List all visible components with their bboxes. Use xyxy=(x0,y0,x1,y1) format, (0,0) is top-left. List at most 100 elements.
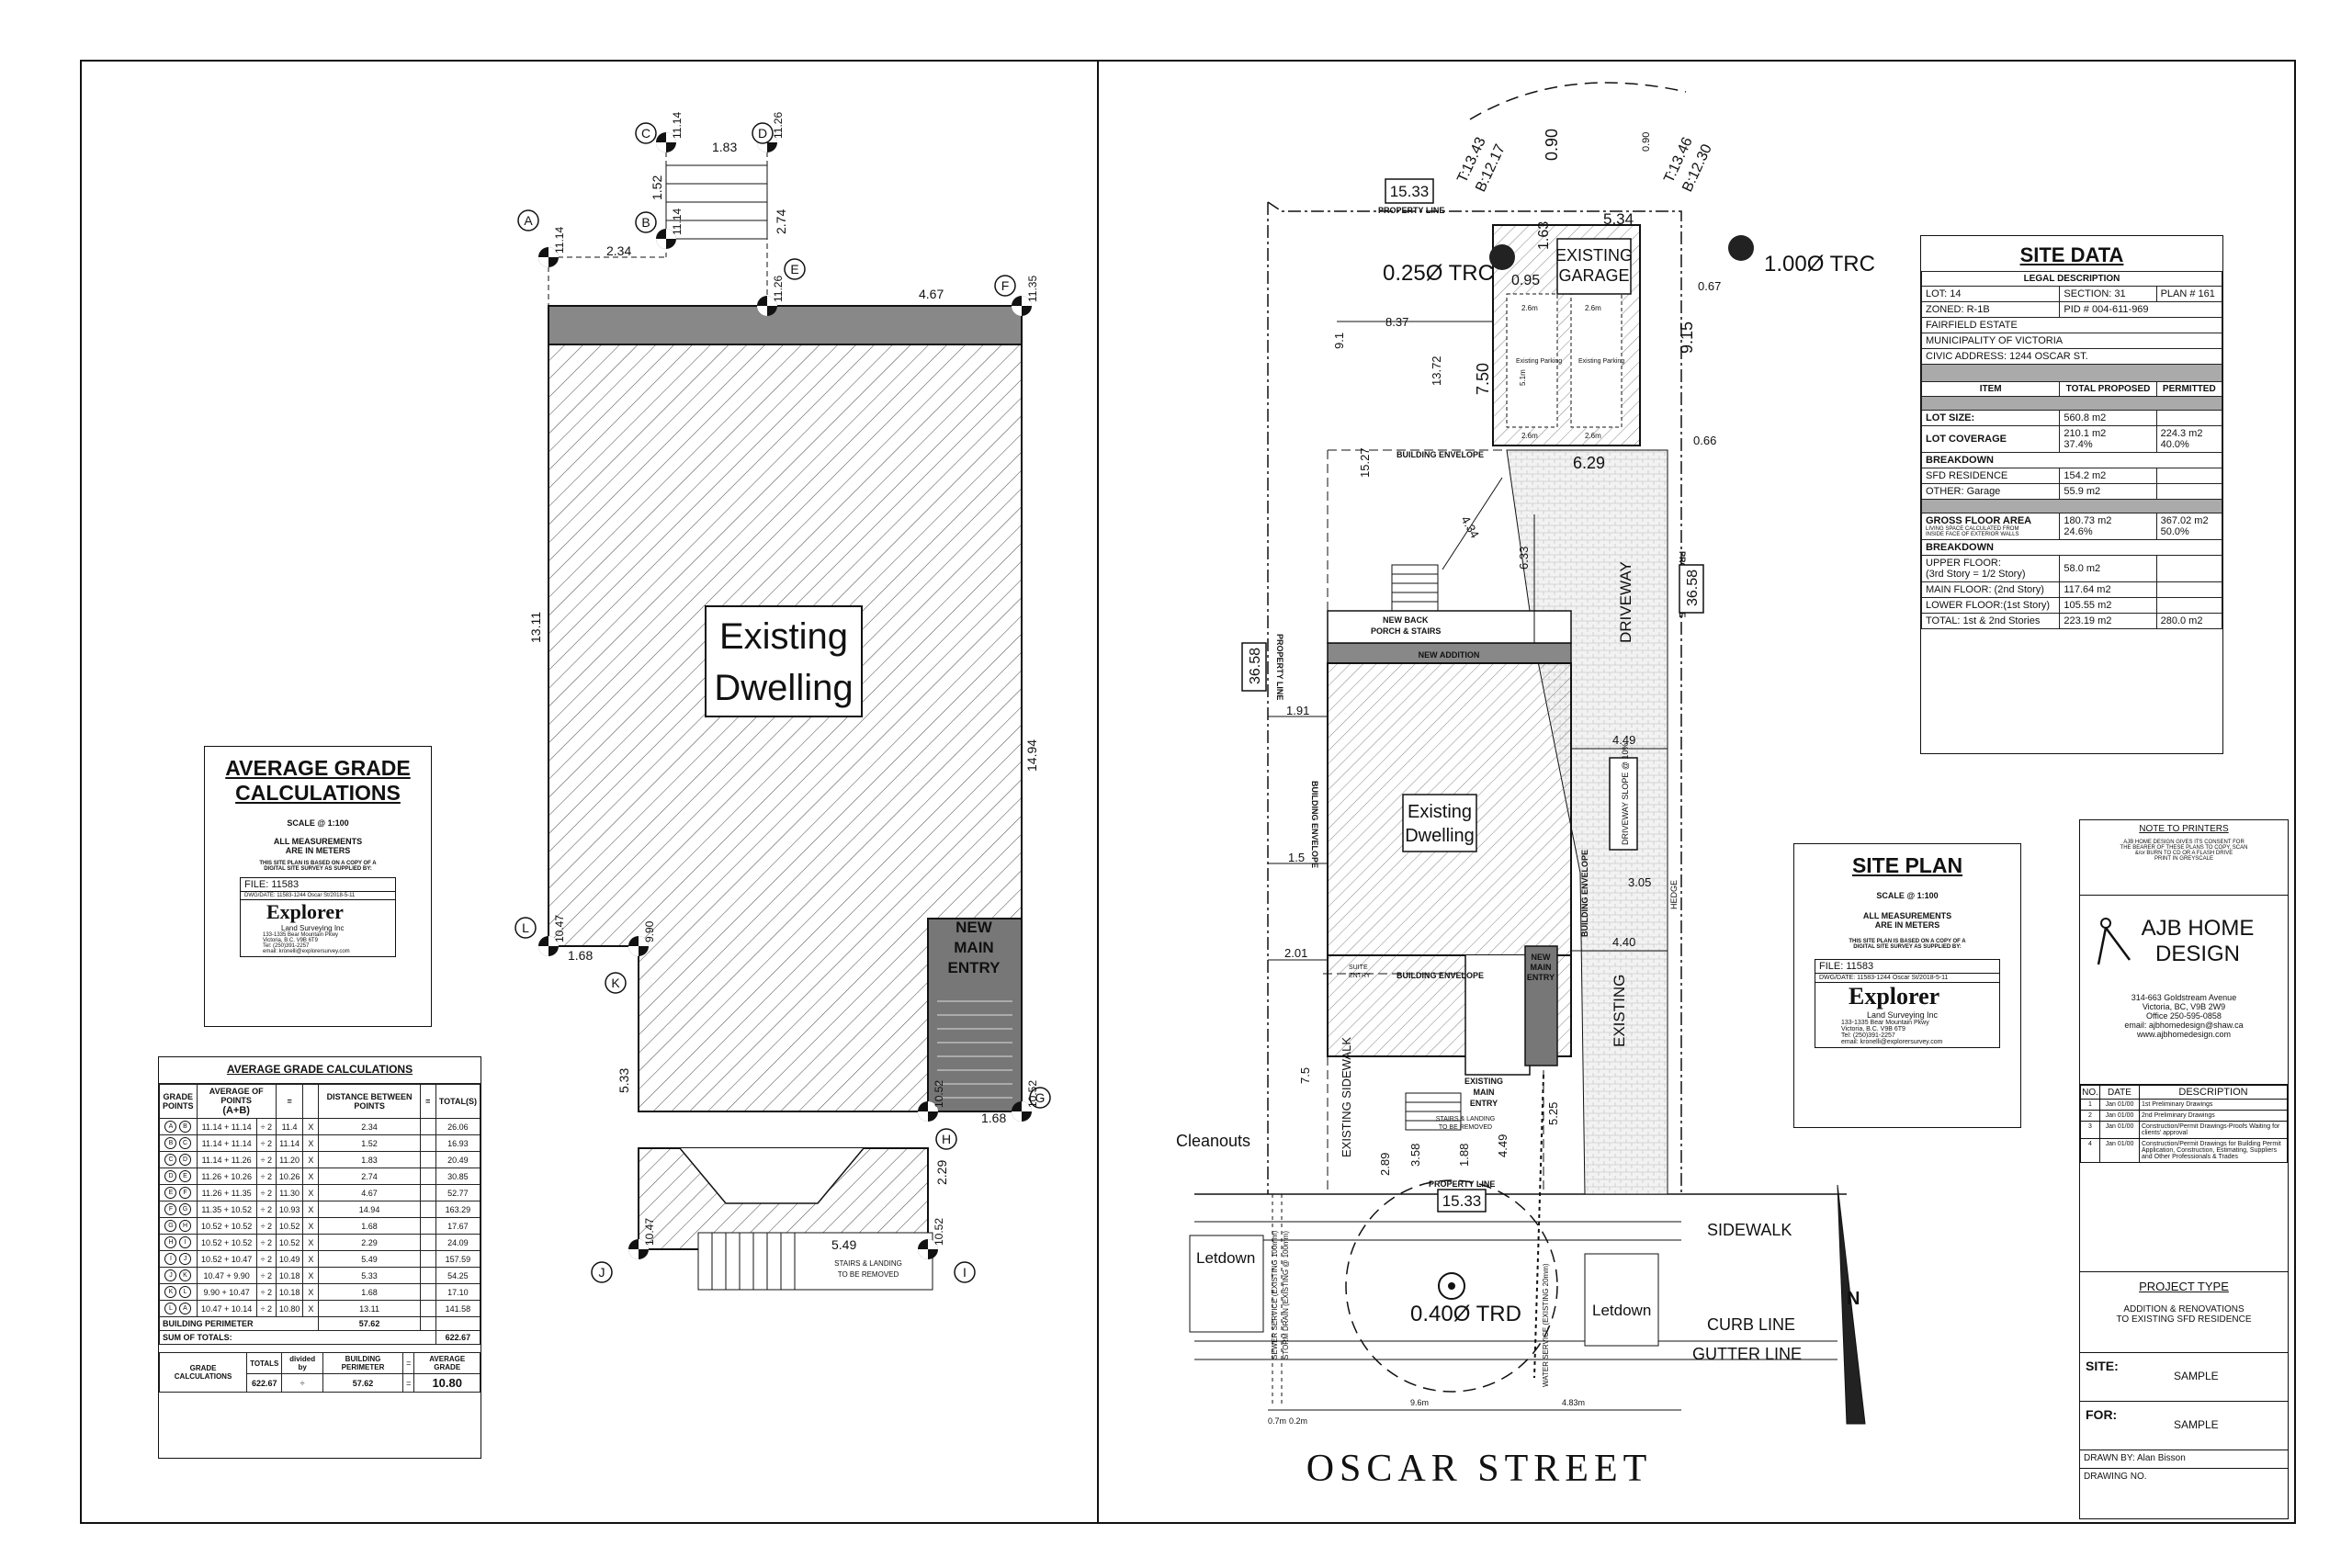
grade-point-elev: 9.90 xyxy=(643,920,656,942)
park-dim-e: 5.1m xyxy=(1519,369,1527,386)
bottom-dim-96: 9.6m xyxy=(1410,1398,1429,1407)
gt-res: 10.52 xyxy=(275,1217,304,1235)
site-plan-meas-2: ARE IN METERS xyxy=(1874,920,1940,930)
grade-point-e: E11.26 xyxy=(757,258,806,316)
gt-x: X xyxy=(302,1267,320,1284)
tree-trd-canopy xyxy=(1345,1179,1558,1393)
dim-91: 9.1 xyxy=(1332,333,1346,349)
grade-point-elev: 10.52 xyxy=(933,1218,945,1246)
park-dim-d: 2.6m xyxy=(1585,432,1601,440)
grade-point-b: B 11.14 xyxy=(635,209,684,249)
gt-res: 11.20 xyxy=(275,1151,304,1168)
new-back-porch: NEW BACK xyxy=(1383,615,1429,625)
sd-gap-2 xyxy=(1921,396,2222,411)
gt-perimeter-val: 57.62 xyxy=(318,1316,421,1331)
avg-survey-file: FILE: 11583 xyxy=(241,878,395,892)
gt-dist: 2.34 xyxy=(318,1118,421,1135)
gt-tot: 157.59 xyxy=(435,1250,481,1268)
avg-grade-title-2: CALCULATIONS xyxy=(235,781,401,805)
grade-point-id: B xyxy=(641,215,650,230)
tree-trc-2 xyxy=(1728,235,1754,261)
garage-629: 6.29 xyxy=(1573,454,1605,472)
sd-breakdown: BREAKDOWN xyxy=(1921,452,2222,468)
gt-tot: 24.09 xyxy=(435,1234,481,1251)
grade-point-elev: 11.26 xyxy=(772,112,785,139)
north-label: N xyxy=(1847,1289,1860,1309)
gt-tot: 26.06 xyxy=(435,1118,481,1135)
gt-avg: 10.47 + 10.14 xyxy=(196,1300,257,1317)
gt-tot: 17.67 xyxy=(435,1217,481,1235)
dim-1372: 13.72 xyxy=(1430,355,1443,386)
gt-points: J K xyxy=(159,1267,198,1284)
site-plan-title: SITE PLAN xyxy=(1851,853,1963,877)
dim-de: 2.74 xyxy=(774,209,788,234)
gt-div: ÷ 2 xyxy=(255,1184,277,1201)
garage-066: 0.66 xyxy=(1693,434,1716,447)
site-dwelling-label: Existing xyxy=(1408,802,1472,822)
sd-gap-1 xyxy=(1921,364,2222,382)
gt-dist: 14.94 xyxy=(318,1201,421,1218)
gt-div: ÷ 2 xyxy=(255,1151,277,1168)
revision-date: Jan 01/00 xyxy=(2099,1138,2140,1163)
gt-x: X xyxy=(302,1283,320,1301)
avg-survey-card: FILE: 11583 DWG/DATE: 11583-1244 Oscar S… xyxy=(240,877,396,957)
sheet-border xyxy=(80,60,2296,1524)
gt-x: X xyxy=(302,1250,320,1268)
gt-res: 11.14 xyxy=(275,1134,304,1152)
gt-tot: 20.49 xyxy=(435,1151,481,1168)
gt-res: 10.93 xyxy=(275,1201,304,1218)
gt-eq xyxy=(419,1201,436,1218)
gt-points: E F xyxy=(159,1184,198,1201)
dim-289: 2.89 xyxy=(1378,1153,1392,1176)
new-addition-label: NEW ADDITION xyxy=(1419,650,1480,660)
sd-breakdown-2: BREAKDOWN xyxy=(1921,539,2222,556)
sd-gfa-note: LIVING SPACE CALCULATED FROM xyxy=(1926,526,2019,532)
gt-points: D E xyxy=(159,1168,198,1185)
dim-188: 1.88 xyxy=(1457,1144,1471,1167)
grade-point-id: L xyxy=(522,920,529,935)
gt-x: X xyxy=(302,1217,320,1235)
building-envelope-left: BUILDING ENVELOPE xyxy=(1310,781,1319,868)
dim-090-a: 0.90 xyxy=(1543,129,1561,161)
grade-point-id: I xyxy=(963,1265,967,1280)
stairs-note: STAIRS & LANDING xyxy=(834,1259,902,1268)
gt-div: ÷ 2 xyxy=(255,1118,277,1135)
sd-legal: LEGAL DESCRIPTION xyxy=(1921,271,2222,287)
gt-div: ÷ 2 xyxy=(255,1267,277,1284)
gt-res: 10.26 xyxy=(275,1168,304,1185)
grade-calc-table-box: AVERAGE GRADE CALCULATIONS GRADE POINTS … xyxy=(158,1056,481,1459)
driveway-slope: DRIVEWAY SLOPE @ 10% xyxy=(1621,742,1630,845)
gt-dist: 5.49 xyxy=(318,1250,421,1268)
gt-eq xyxy=(419,1134,436,1152)
driveway-label: DRIVEWAY xyxy=(1617,561,1634,643)
tb-spacer xyxy=(2080,1163,2288,1272)
dim-449b: 4.49 xyxy=(1496,1134,1510,1157)
revision-no: 2 xyxy=(2080,1110,2100,1122)
grade-point-elev: 11.14 xyxy=(671,209,684,235)
tb-note-1: AJB HOME DESIGN GIVES ITS CONSENT FOR xyxy=(2123,840,2245,845)
revision-date: Jan 01/00 xyxy=(2099,1099,2140,1111)
sd-upper-val: 58.0 m2 xyxy=(2059,555,2157,582)
gt-res: 10.18 xyxy=(275,1283,304,1301)
tb-for-val: SAMPLE xyxy=(2174,1418,2219,1431)
gt-points: H I xyxy=(159,1234,198,1251)
gt-sum-val: 622.67 xyxy=(435,1330,481,1345)
gt-div: ÷ 2 xyxy=(255,1168,277,1185)
grade-point-j: J10.47 xyxy=(591,1218,656,1283)
site-new-main-3: ENTRY xyxy=(1527,973,1555,982)
garage-915: 9.15 xyxy=(1678,321,1696,354)
existing-dwelling-label: Existing xyxy=(719,616,848,657)
bottom-lot-dim: 15.33 xyxy=(1442,1192,1482,1210)
grade-point-k: K9.90 xyxy=(605,920,656,994)
sp-survey-logo: Explorer xyxy=(1849,983,1940,1010)
gt-points: B C xyxy=(159,1134,198,1152)
